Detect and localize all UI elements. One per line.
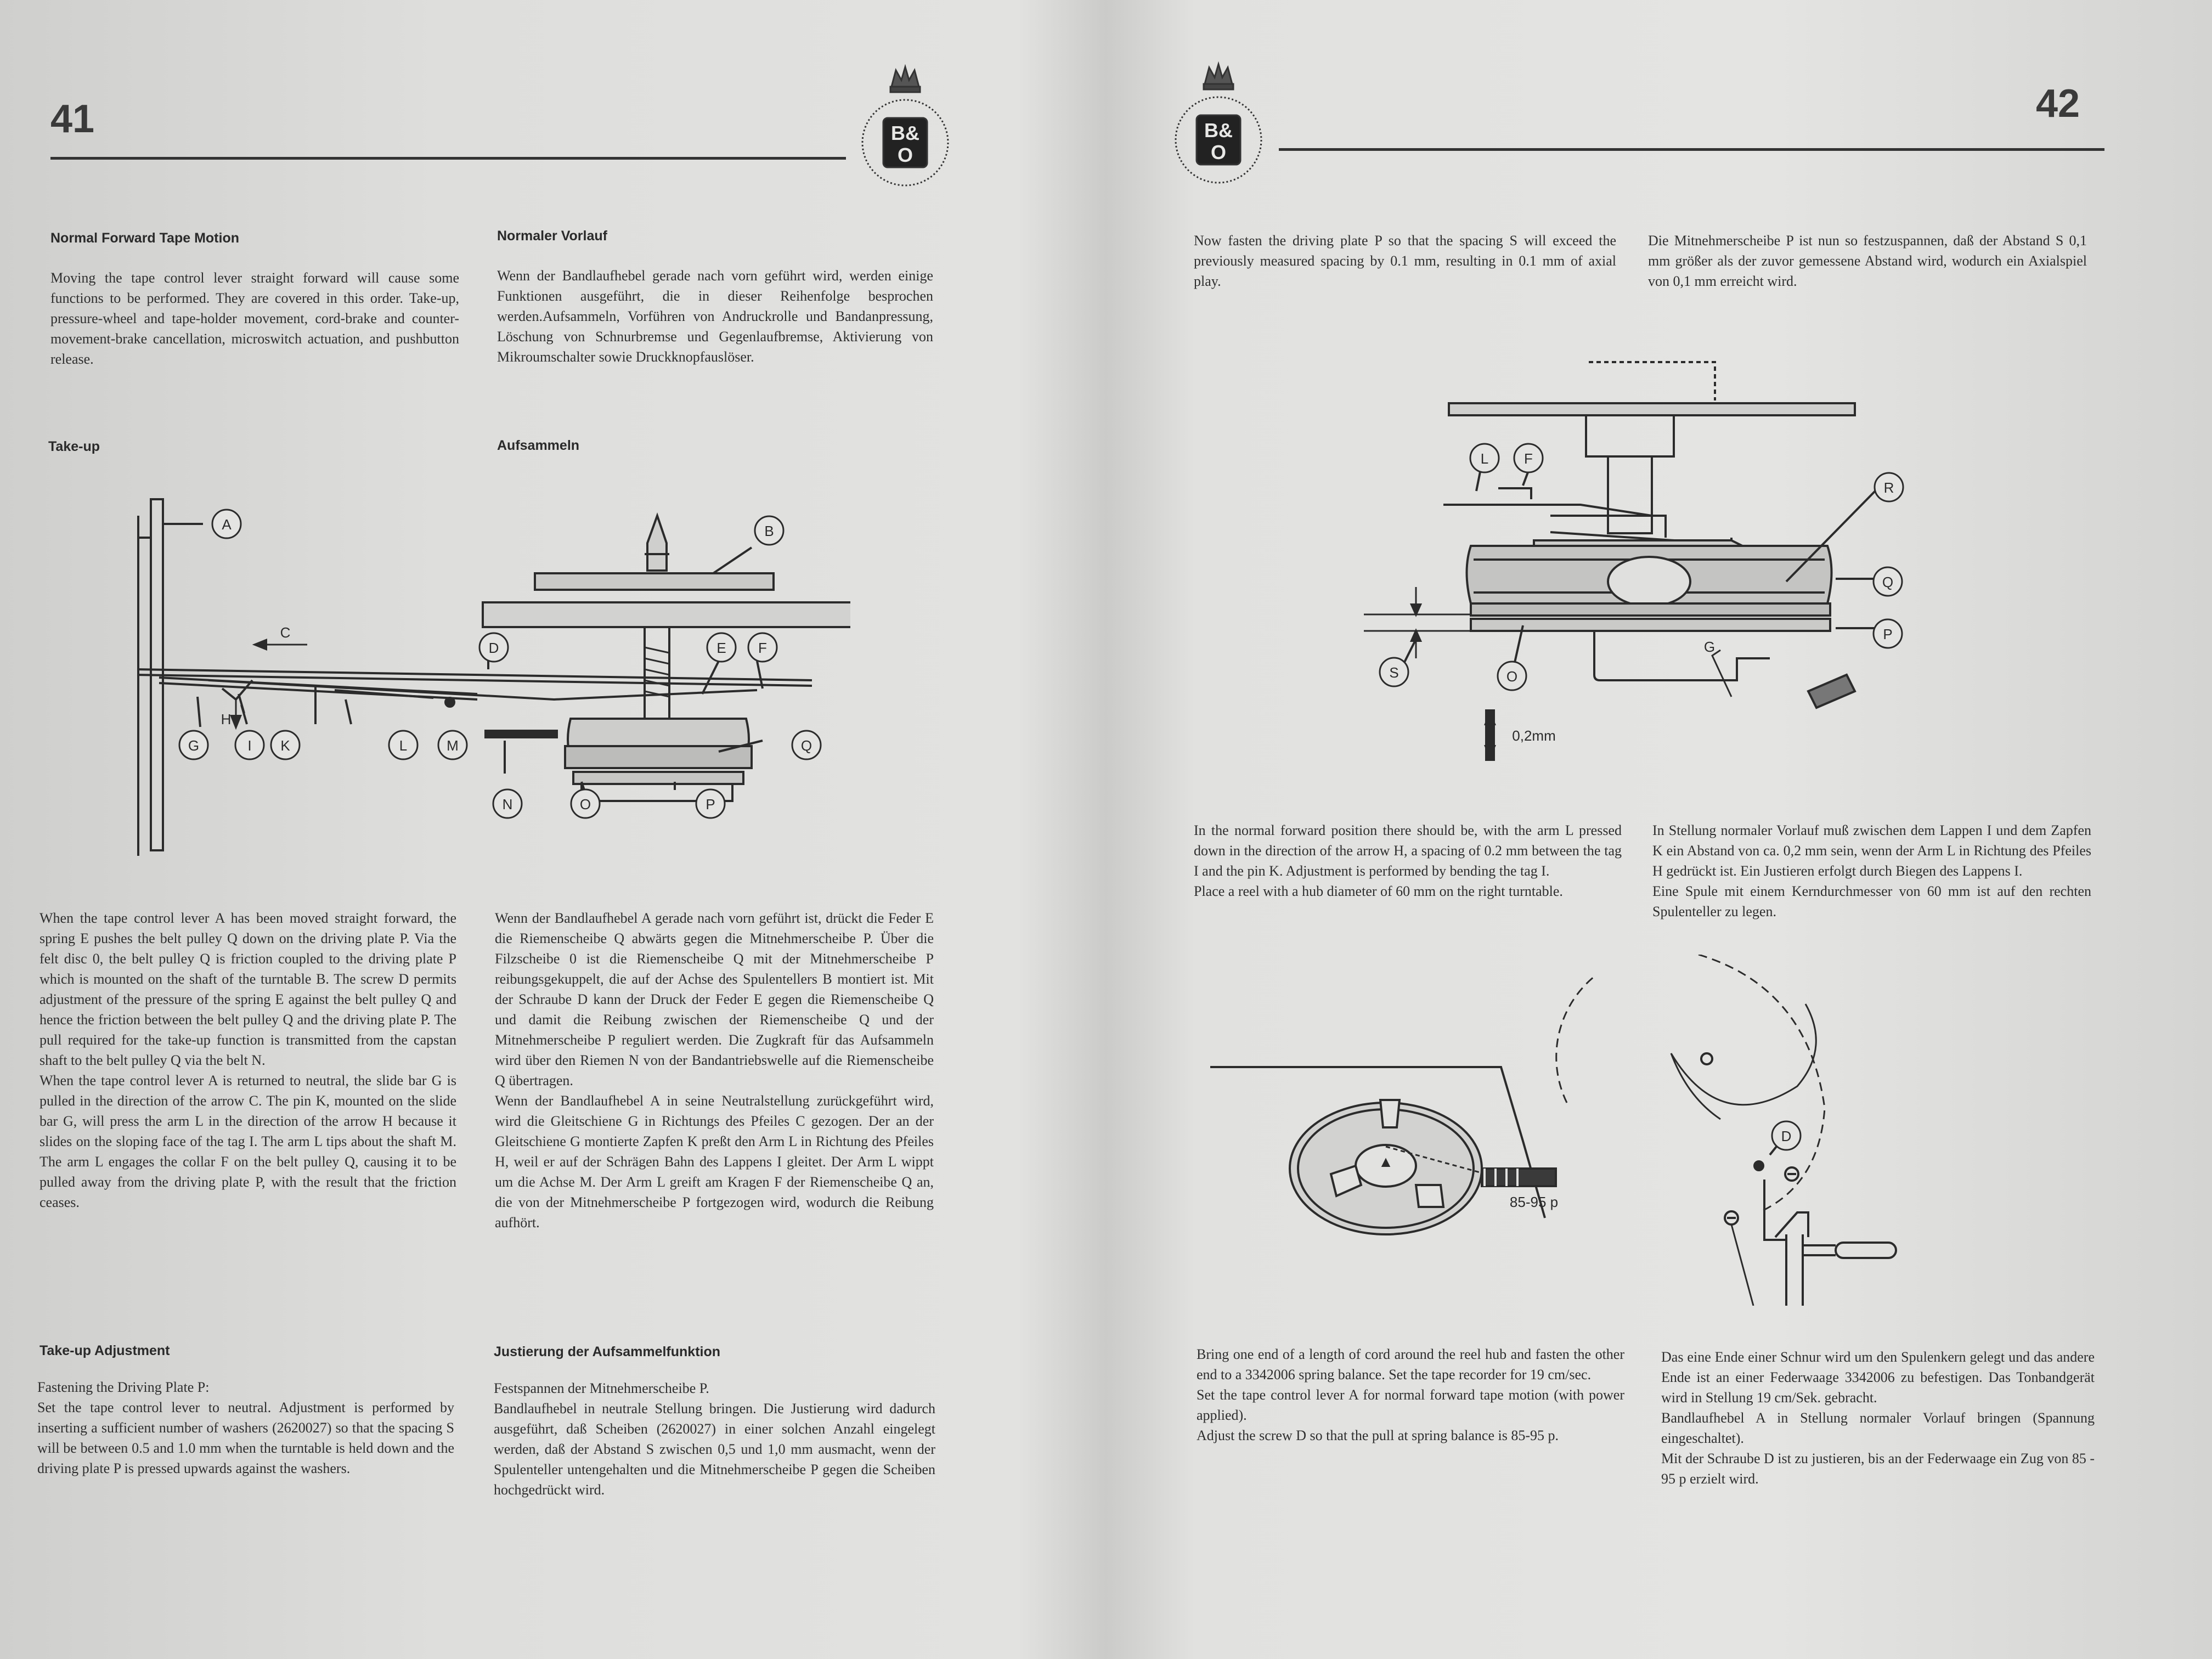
fig-label-d: D <box>489 640 499 656</box>
takeup-mechanism-figure: A B C D E F G H I K L M N O P Q <box>137 498 850 856</box>
spacing-figure: L F R Q P S O G 0,2mm <box>1364 361 1904 761</box>
heading-adjust-en: Take-up Adjustment <box>40 1343 170 1358</box>
fig-label-k: K <box>280 737 290 754</box>
page-number-left: 41 <box>50 97 95 141</box>
page-number-right: 42 <box>2036 82 2080 126</box>
logo-text-top: B& <box>891 122 919 144</box>
heading-takeup-en: Take-up <box>48 439 100 454</box>
text-mid-de: In Stellung normaler Vorlauf muß zwische… <box>1652 822 2091 919</box>
page-right: B& O 42 Now fasten the driving plate P s… <box>1106 0 2212 1659</box>
fig3-label-d: D <box>1781 1128 1792 1144</box>
bo-logo-right: B& O <box>1175 61 1262 184</box>
fig-label-g: G <box>188 737 199 754</box>
text-normal-en: Moving the tape control lever straight f… <box>50 270 459 367</box>
logo-text-bottom: O <box>898 144 913 166</box>
fig2-label-f: F <box>1524 450 1533 467</box>
text-top-en: Now fasten the driving plate P so that t… <box>1194 233 1616 289</box>
logo-text-top-right: B& <box>1204 119 1233 142</box>
fig2-label-q: Q <box>1882 574 1893 590</box>
text-adjust-de: Festspannen der Mitnehmerscheibe P. Band… <box>494 1380 935 1498</box>
fig2-label-s: S <box>1389 664 1398 681</box>
fig-label-f: F <box>758 640 767 656</box>
fig-label-a: A <box>222 516 232 533</box>
header-rule-left <box>50 157 846 160</box>
heading-normal-en: Normal Forward Tape Motion <box>50 230 239 246</box>
text-top-de: Die Mitnehmerscheibe P ist nun so festzu… <box>1648 233 2087 289</box>
text-takeup-de: Wenn der Bandlaufhebel A gerade nach vor… <box>495 910 934 1231</box>
header-rule-right <box>1279 148 2104 151</box>
fig-label-m: M <box>447 737 459 754</box>
text-adjust-en: Fastening the Driving Plate P: Set the t… <box>37 1379 454 1476</box>
fig2-label-p: P <box>1883 626 1892 642</box>
text-bottom-de: Das eine Ende einer Schnur wird um den S… <box>1661 1349 2095 1487</box>
text-normal-de: Wenn der Bandlaufhebel gerade nach vorn … <box>497 268 933 365</box>
text-mid-en: In the normal forward position there sho… <box>1194 822 1622 899</box>
bo-logo-left: B& O <box>861 64 949 187</box>
fig-label-n: N <box>503 796 513 812</box>
fig3-label-pull: 85-95 p <box>1510 1194 1558 1210</box>
fig2-label-g: G <box>1704 639 1715 655</box>
fig2-label-r: R <box>1884 479 1894 496</box>
fig-label-q: Q <box>801 737 812 754</box>
fig-label-l: L <box>399 737 407 754</box>
spring-balance-figure: 85-95 p D <box>1210 955 1897 1306</box>
text-bottom-en: Bring one end of a length of cord around… <box>1197 1346 1624 1443</box>
page-left: 41 B& O Normal Forward Tape Motion Movin… <box>0 0 1097 1659</box>
logo-text-bottom-right: O <box>1211 141 1226 163</box>
fig2-label-spacing: 0,2mm <box>1512 727 1555 744</box>
fig-label-b: B <box>764 523 774 539</box>
fig2-label-l: L <box>1481 450 1488 467</box>
fig-label-p: P <box>706 796 715 812</box>
fig-label-e: E <box>716 640 726 656</box>
fig-label-o: O <box>580 796 591 812</box>
heading-adjust-de: Justierung der Aufsammelfunktion <box>494 1344 721 1359</box>
heading-normal-de: Normaler Vorlauf <box>497 228 607 244</box>
fig-label-i: I <box>247 737 251 754</box>
heading-takeup-de: Aufsammeln <box>497 438 580 453</box>
fig-label-c: C <box>280 624 291 641</box>
fig-label-h: H <box>221 711 232 727</box>
fig2-label-o: O <box>1506 668 1517 685</box>
text-takeup-en: When the tape control lever A has been m… <box>40 910 456 1210</box>
